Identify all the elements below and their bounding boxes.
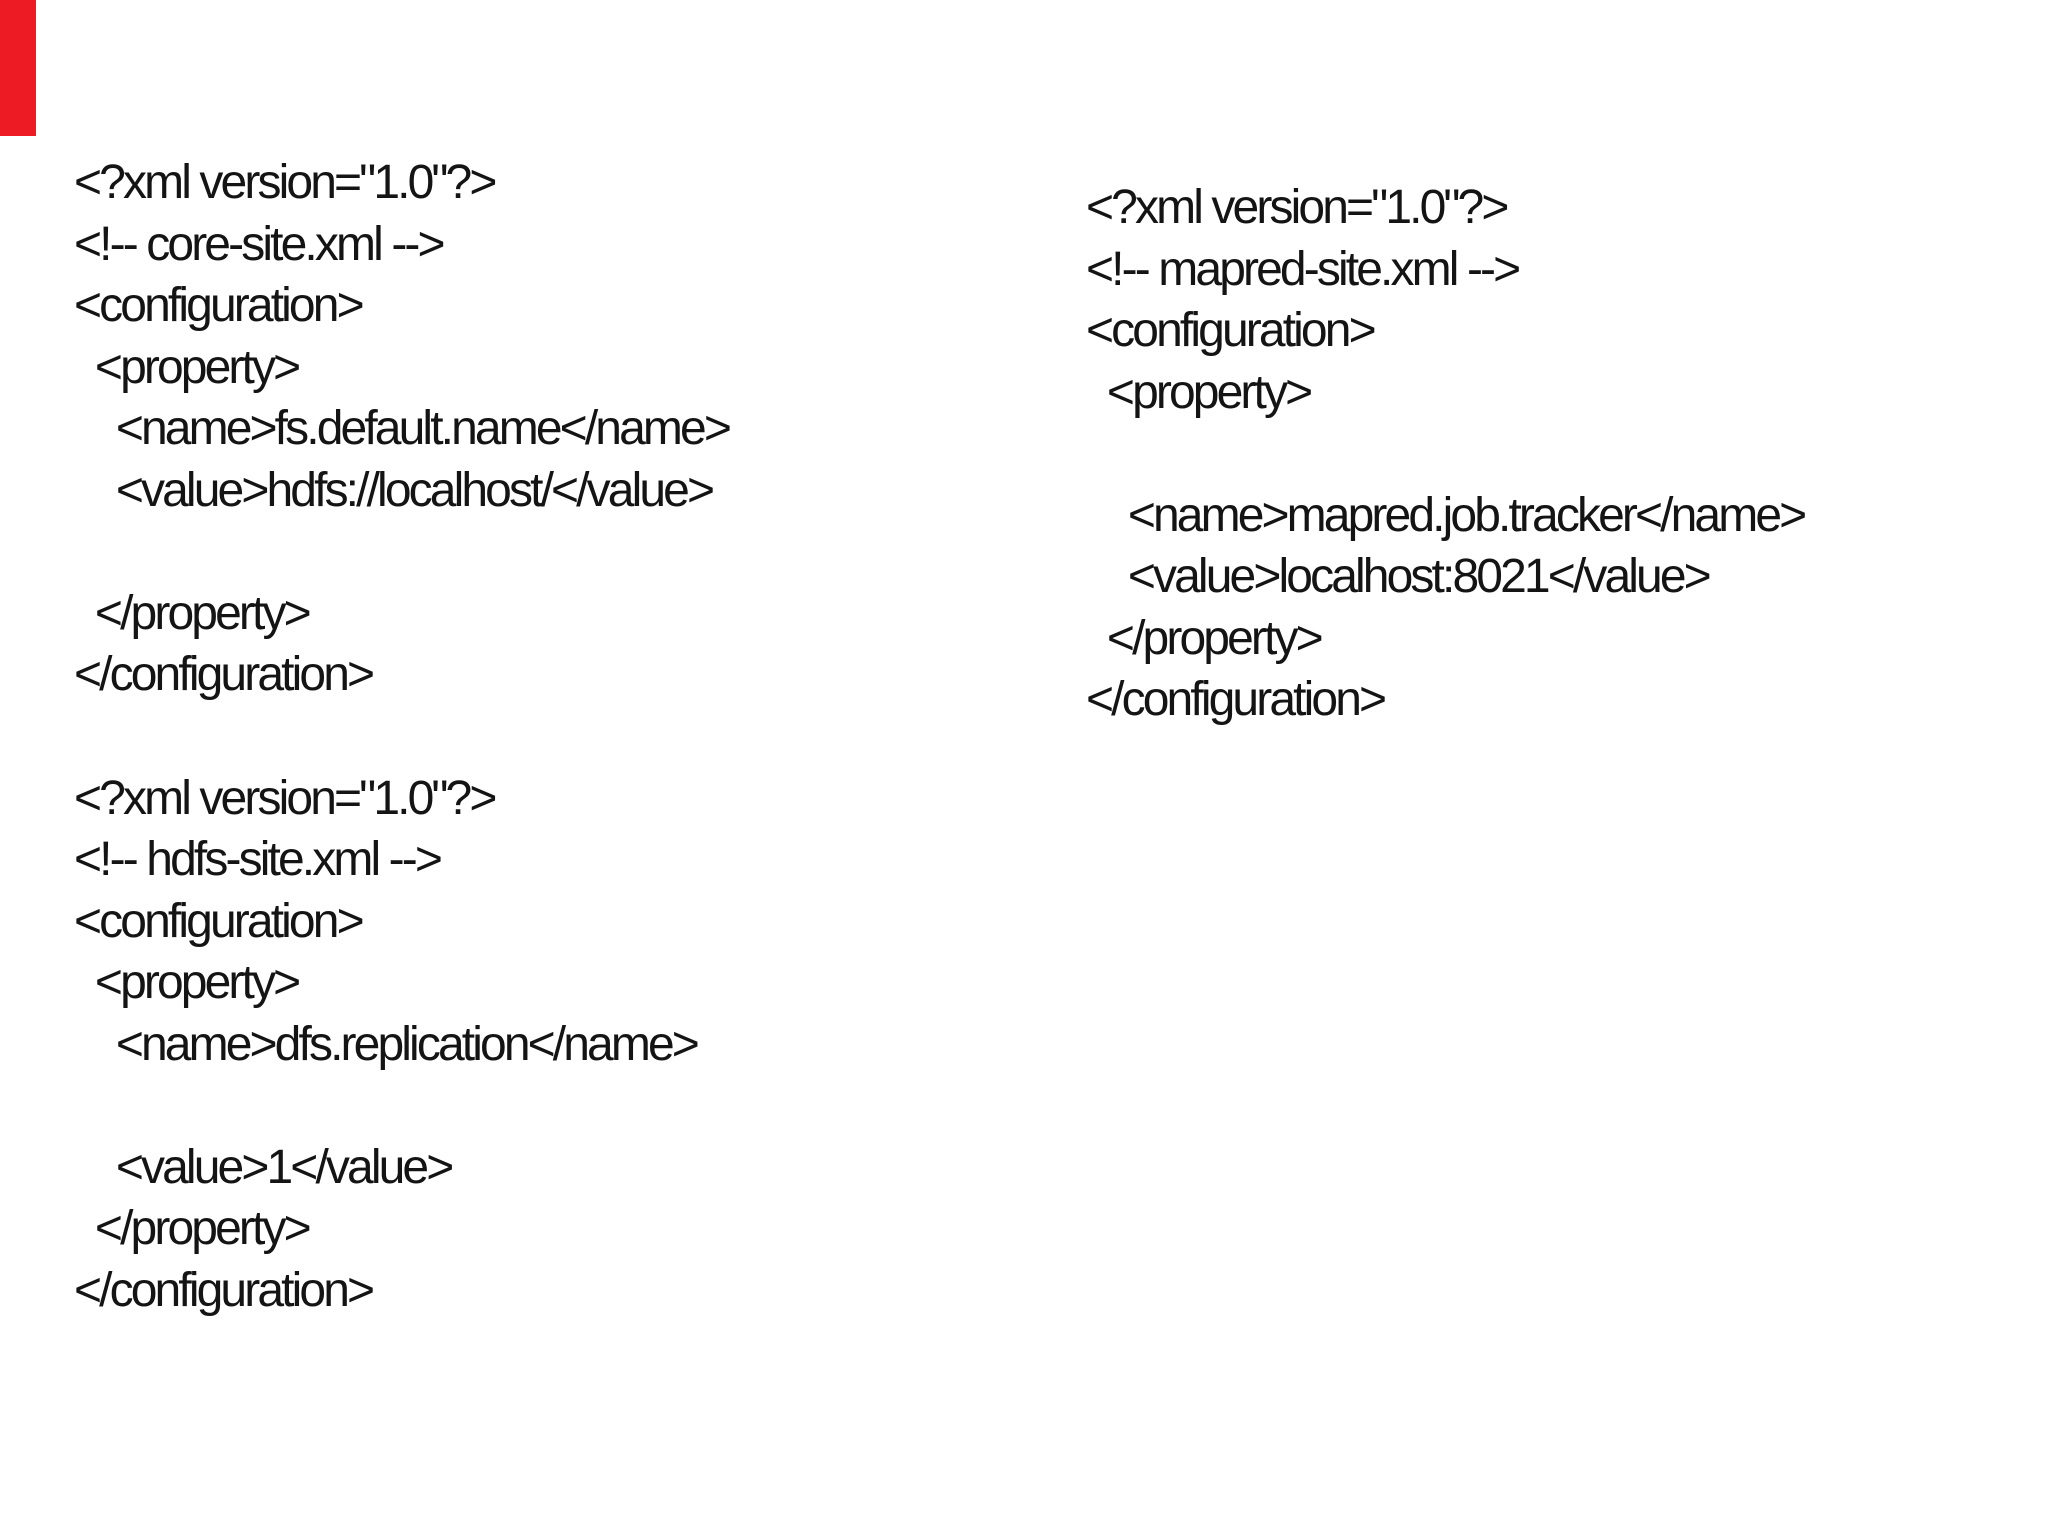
right-column: <?xml version="1.0"?> <!-- mapred-site.x… [1086, 177, 1807, 731]
mapred-site-xml-snippet: <?xml version="1.0"?> <!-- mapred-site.x… [1086, 181, 1807, 726]
core-site-xml-snippet: <?xml version="1.0"?> <!-- core-site.xml… [74, 156, 732, 701]
red-accent-bar [0, 0, 36, 136]
hdfs-site-xml-snippet: <?xml version="1.0"?> <!-- hdfs-site.xml… [74, 771, 700, 1317]
left-column: <?xml version="1.0"?> <!-- core-site.xml… [74, 152, 732, 1321]
